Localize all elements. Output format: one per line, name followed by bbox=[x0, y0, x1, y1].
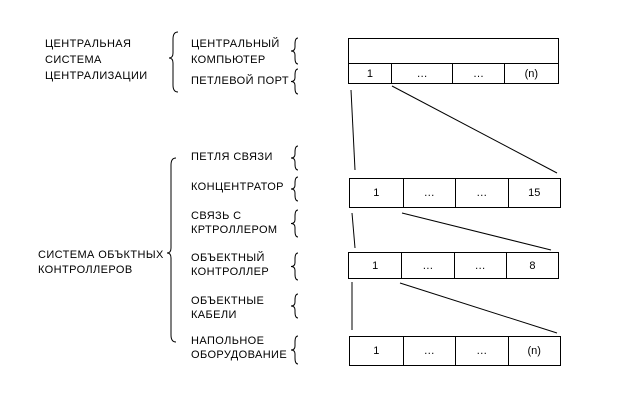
brace-icon bbox=[290, 335, 299, 365]
component-label-central-computer: ЦЕНТРАЛЬНЫЙ КОМПЬЮТЕР bbox=[191, 36, 280, 68]
connector-line bbox=[391, 85, 558, 174]
object-controller-row: 1 … … 8 bbox=[348, 252, 559, 279]
connector-line bbox=[399, 282, 558, 334]
component-label-object-cables: ОБЪЕКТНЫЕ КАБЕЛИ bbox=[191, 294, 264, 322]
concentrator-cell: 1 bbox=[373, 187, 380, 199]
group-label-line: КОНТРОЛЛЕРОВ bbox=[38, 264, 133, 276]
group-label-object-controller-system: СИСТЕМА ОБЪКТНЫХ КОНТРОЛЛЕРОВ bbox=[38, 248, 164, 278]
component-label-line: КОМПЬЮТЕР bbox=[191, 54, 266, 66]
connector-line bbox=[401, 212, 552, 251]
object-controller-cell: 1 bbox=[372, 259, 379, 272]
concentrator-cell: 15 bbox=[507, 179, 561, 207]
concentrator-row: 1 … … 15 bbox=[349, 178, 561, 208]
component-label-line: КРТРОЛЛЕРОМ bbox=[191, 224, 278, 236]
component-label-field-equipment: НАПОЛЬНОЕ ОБОРУДОВАНИЕ bbox=[191, 334, 287, 362]
connector-line bbox=[351, 212, 356, 249]
component-label-line: ПЕТЛЕВОЙ ПОРТ bbox=[191, 75, 289, 87]
field-equipment-row: 1 … … (n) bbox=[349, 336, 561, 366]
brace-icon bbox=[290, 176, 299, 202]
field-equipment-cell: … bbox=[402, 337, 456, 365]
object-controller-cell: … bbox=[453, 253, 506, 278]
component-label-line: ОБЪЕКТНЫЕ bbox=[191, 295, 265, 307]
brace-icon bbox=[290, 209, 299, 238]
brace-icon bbox=[290, 293, 299, 319]
component-label-concentrator: КОНЦЕНТРАТОР bbox=[191, 179, 284, 195]
field-equipment-cell: … bbox=[455, 337, 508, 365]
loop-port-cell: (n) bbox=[503, 64, 558, 83]
component-label-line: КОНТРОЛЛЕР bbox=[191, 266, 270, 278]
component-label-line: ОБЪЕКТНЫЙ bbox=[191, 252, 265, 264]
component-label-controller-link: СВЯЗЬ С КРТРОЛЛЕРОМ bbox=[191, 209, 278, 237]
brace-icon bbox=[290, 145, 299, 171]
component-label-loop-port: ПЕТЛЕВОЙ ПОРТ bbox=[191, 73, 289, 89]
component-label-line: СВЯЗЬ С bbox=[191, 210, 242, 222]
group-label-line: ЦЕНТРАЛИЗАЦИИ bbox=[45, 70, 148, 82]
object-controller-cell: 8 bbox=[505, 253, 558, 278]
field-equipment-cell: (n) bbox=[507, 337, 561, 365]
group-label-line: СИСТЕМА ОБЪКТНЫХ bbox=[38, 249, 164, 261]
component-label-line: ПЕТЛЯ СВЯЗИ bbox=[191, 151, 273, 163]
loop-port-cell: … bbox=[390, 64, 453, 83]
group-label-central-interlocking-system: ЦЕНТРАЛЬНАЯ СИСТЕМА ЦЕНТРАЛИЗАЦИИ bbox=[45, 36, 148, 84]
concentrator-cell: … bbox=[402, 179, 456, 207]
component-label-line: КОНЦЕНТРАТОР bbox=[191, 181, 284, 193]
group-label-line: ЦЕНТРАЛЬНАЯ bbox=[45, 38, 132, 50]
component-label-communication-loop: ПЕТЛЯ СВЯЗИ bbox=[191, 149, 273, 165]
brace-icon bbox=[290, 252, 299, 281]
component-label-object-controller: ОБЪЕКТНЫЙ КОНТРОЛЛЕР bbox=[191, 251, 269, 279]
loop-port-cell: 1 bbox=[366, 67, 373, 80]
brace-icon bbox=[166, 157, 177, 343]
object-controller-cell: … bbox=[401, 253, 453, 278]
central-computer-box bbox=[348, 38, 559, 64]
component-label-line: ЦЕНТРАЛЬНЫЙ bbox=[191, 38, 280, 50]
connector-line bbox=[350, 89, 356, 171]
loop-port-row: 1 … … (n) bbox=[348, 63, 559, 84]
field-equipment-cell: 1 bbox=[373, 345, 380, 357]
component-label-line: НАПОЛЬНОЕ bbox=[191, 335, 265, 347]
component-label-line: КАБЕЛИ bbox=[191, 309, 237, 321]
component-label-line: ОБОРУДОВАНИЕ bbox=[191, 349, 288, 361]
brace-icon bbox=[168, 31, 179, 93]
group-label-line: СИСТЕМА bbox=[45, 54, 102, 66]
loop-port-cell: … bbox=[452, 64, 503, 83]
brace-icon bbox=[290, 68, 299, 95]
brace-icon bbox=[290, 37, 299, 65]
concentrator-cell: … bbox=[455, 179, 508, 207]
